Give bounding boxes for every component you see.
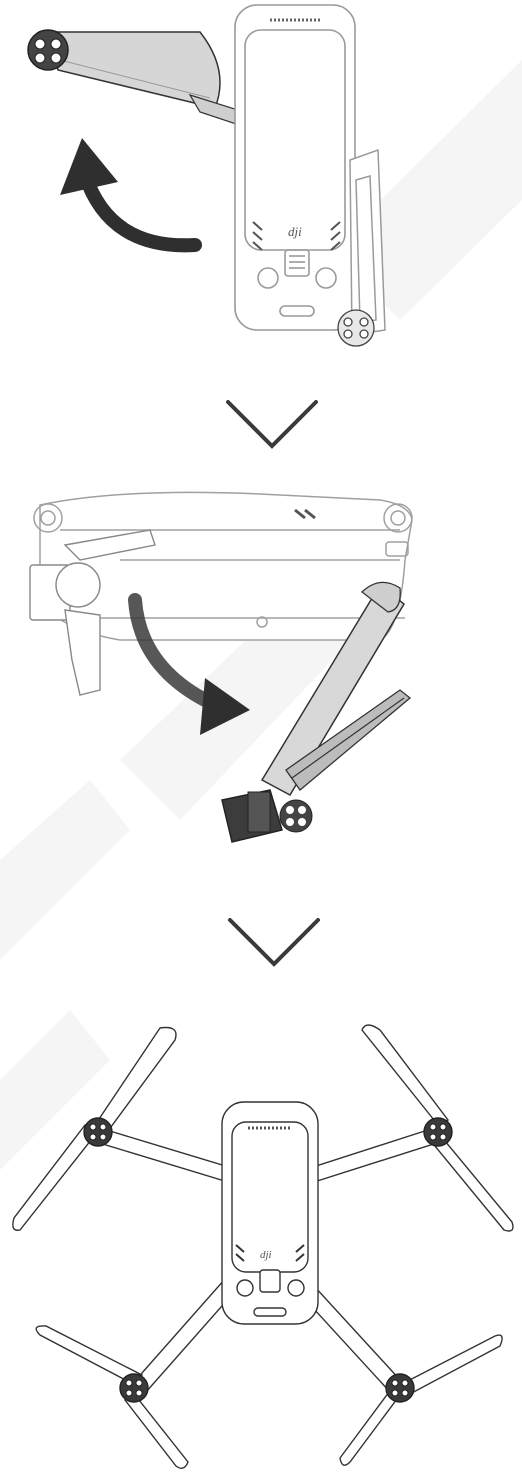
chevron-down-icon — [228, 918, 320, 967]
rear-arm — [221, 581, 412, 843]
rear-motor-hub — [337, 309, 375, 347]
unfolded-drone-body: dji — [221, 1101, 319, 1325]
motor-hub-screws — [89, 1123, 447, 1397]
step-1-panel: dji — [27, 4, 386, 347]
gimbal-camera — [29, 529, 156, 696]
curved-arrow-icon — [60, 138, 202, 253]
dji-logo: dji — [260, 1249, 272, 1261]
step-2-panel — [29, 491, 413, 843]
rear-motor — [221, 789, 313, 843]
front-left-propeller — [12, 1026, 177, 1231]
rear-right-propeller — [339, 1334, 503, 1466]
rear-left-propeller — [35, 1325, 189, 1469]
folded-right-arm — [337, 148, 386, 347]
step-3-panel: dji — [12, 1024, 514, 1469]
chevron-down-icon — [226, 400, 318, 449]
motor-hub — [27, 29, 69, 71]
dji-logo: dji — [288, 224, 302, 239]
curved-arrow-icon — [128, 593, 250, 735]
folded-drone-body: dji — [234, 4, 356, 331]
front-left-arm — [27, 29, 239, 125]
front-right-propeller — [361, 1024, 514, 1232]
